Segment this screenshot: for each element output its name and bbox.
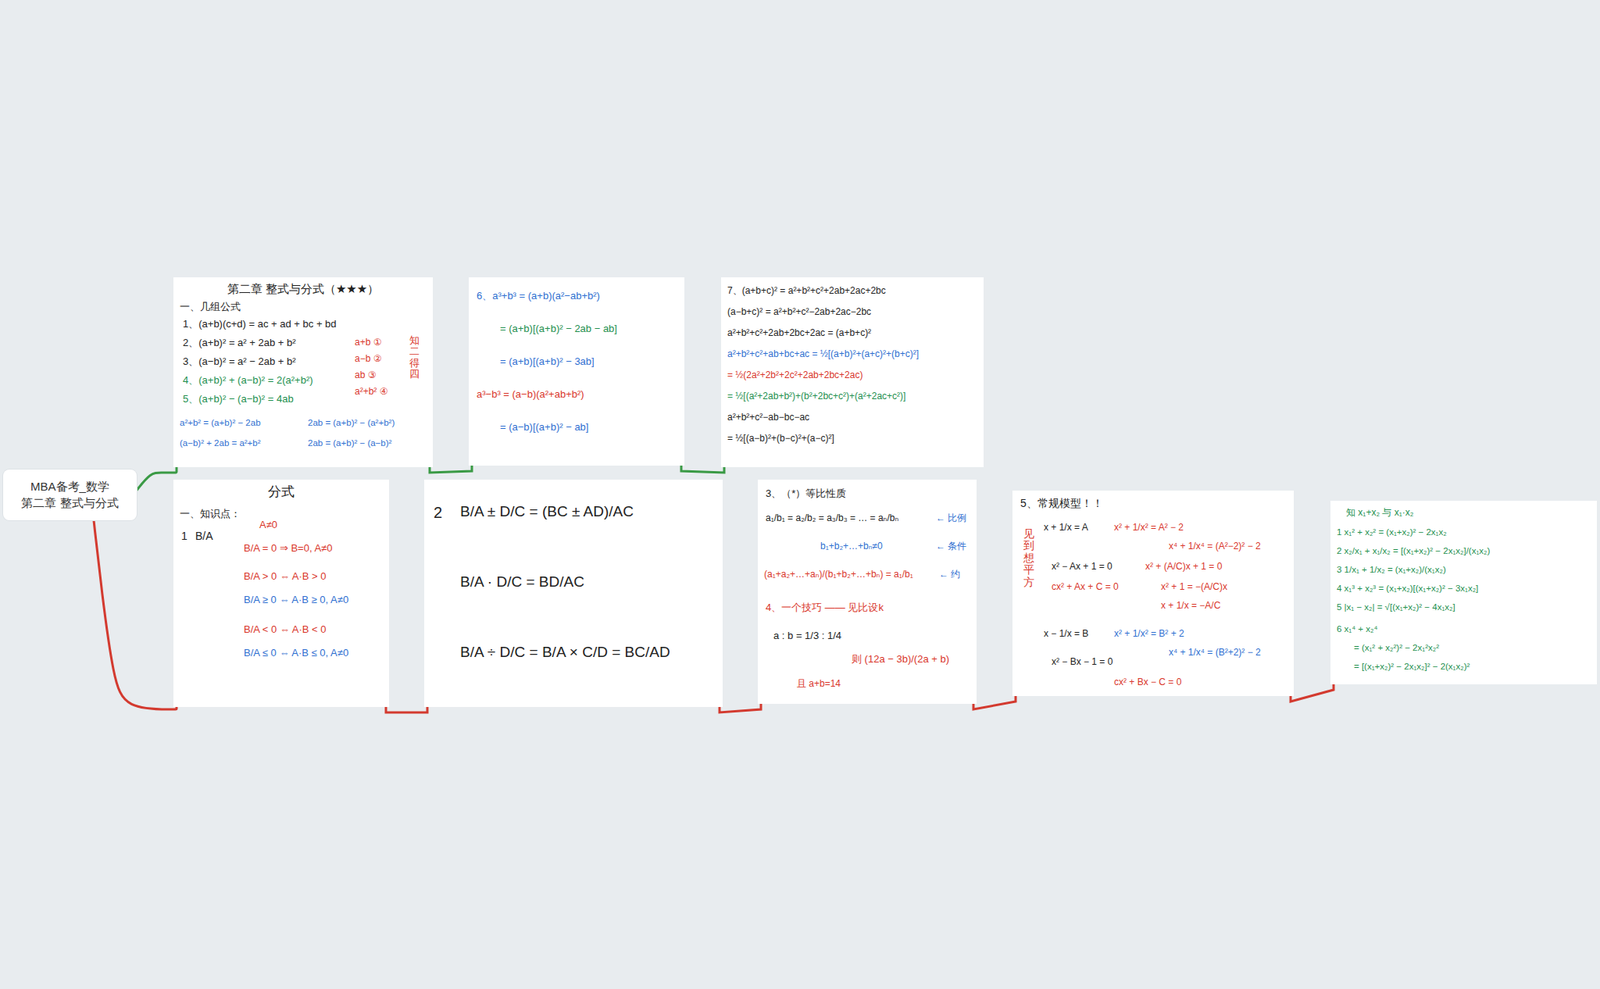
note-card: 5、常规模型！！ 见到想平方 x + 1/x = A x² + 1/x² = A² −…	[1012, 490, 1294, 697]
formula-text: cx² + Ax + C = 0	[1051, 581, 1119, 593]
root-topic: MBA备考_数学第二章 整式与分式	[3, 469, 137, 521]
formula-text: x² − Bx − 1 = 0	[1051, 656, 1113, 668]
formula-text: x⁴ + 1/x⁴ = (A²−2)² − 2	[1168, 540, 1261, 552]
formula-text: ← 比例	[935, 512, 967, 524]
formula-text: (a₁+a₂+…+aₙ)/(b₁+b₂+…+bₙ) = a₁/b₁	[764, 568, 914, 580]
formula-text: 3、(a−b)² = a² − 2ab + b²	[182, 355, 297, 368]
formula-text: B/A ≤ 0 ⇔ A·B ≤ 0, A≠0	[243, 646, 349, 660]
topic-text: MBA备考_数学	[30, 478, 110, 495]
formula-text: 2	[433, 503, 443, 522]
formula-text: 2ab = (a+b)² − (a−b)²	[307, 438, 392, 450]
branch-line	[719, 703, 761, 713]
branch-line	[385, 707, 428, 713]
formula-text: = (a+b)[(a+b)² − 2ab − ab]	[500, 322, 618, 336]
formula-text: cx² + Bx − C = 0	[1114, 676, 1182, 688]
formula-text: = [(x₁+x₂)² − 2x₁x₂]² − 2(x₁x₂)²	[1353, 661, 1470, 673]
formula-text: x² − Ax + 1 = 0	[1051, 560, 1113, 572]
formula-text: x² + 1 = −(A/C)x	[1160, 581, 1228, 593]
formula-text: B/A ÷ D/C = B/A × C/D = BC/AD	[460, 643, 671, 662]
branch-line	[136, 467, 177, 491]
branch-line	[429, 465, 472, 473]
formula-text: a : b = 1/3 : 1/4	[773, 629, 842, 643]
formula-text: 5、常规模型！！	[1020, 496, 1104, 511]
formula-text: = (x₁² + x₂²)² − 2x₁²x₂²	[1353, 642, 1440, 654]
formula-text: B/A · D/C = BD/AC	[460, 573, 585, 592]
formula-text: 一、几组公式	[179, 300, 241, 314]
formula-text: B/A > 0 ⇔ A·B > 0	[243, 570, 327, 583]
formula-text: 1 x₁² + x₂² = (x₁+x₂)² − 2x₁x₂	[1336, 527, 1447, 539]
formula-text: a−b ②	[354, 353, 382, 365]
formula-text: 7、(a+b+c)² = a²+b²+c²+2ab+2ac+2bc	[727, 285, 886, 297]
formula-text: 且 a+b=14	[796, 678, 841, 690]
formula-text: x⁴ + 1/x⁴ = (B²+2)² − 2	[1168, 646, 1261, 658]
formula-text: b₁+b₂+…+bₙ≠0	[820, 540, 883, 552]
formula-text: a²+b²+c²+2ab+2bc+2ac = (a+b+c)²	[727, 327, 872, 339]
formula-text: a²+b²+c²−ab−bc−ac	[727, 411, 810, 423]
formula-text: ab ③	[354, 369, 376, 381]
formula-text: 3、（*）等比性质	[765, 487, 847, 500]
formula-text: 6 x₁⁴ + x₂⁴	[1336, 624, 1378, 636]
formula-text: 一、知识点：	[179, 507, 241, 521]
formula-text: ← 约	[939, 568, 961, 580]
formula-text: 4、一个技巧 —— 见比设k	[765, 601, 884, 615]
formula-text: B/A ≥ 0 ⇔ A·B ≥ 0, A≠0	[243, 593, 349, 607]
formula-text: B/A < 0 ⇔ A·B < 0	[243, 623, 327, 636]
formula-text: x² + (A/C)x + 1 = 0	[1145, 560, 1222, 572]
formula-text: 4 x₁³ + x₂³ = (x₁+x₂)[(x₁+x₂)² − 3x₁x₂]	[1336, 583, 1479, 595]
formula-text: 见到想平方	[1023, 528, 1035, 589]
formula-text: 2、(a+b)² = a² + 2ab + b²	[182, 336, 297, 350]
formula-text: x² + 1/x² = A² − 2	[1114, 521, 1184, 533]
formula-text: (a−b)² + 2ab = a²+b²	[179, 438, 261, 450]
formula-text: a²+b²+c²+ab+bc+ac = ½[(a+b)²+(a+c)²+(b+c…	[727, 348, 919, 360]
note-card: 6、a³+b³ = (a+b)(a²−ab+b²) = (a+b)[(a+b)² …	[468, 277, 685, 466]
formula-text: a³−b³ = (a−b)(a²+ab+b²)	[476, 388, 585, 401]
formula-text: 2ab = (a+b)² − (a²+b²)	[307, 417, 395, 429]
formula-text: 5 |x₁ − x₂| = √[(x₁+x₂)² − 4x₁x₂]	[1336, 602, 1456, 614]
formula-text: = ½(2a²+2b²+2c²+2ab+2bc+2ac)	[727, 369, 863, 381]
formula-text: 4、(a+b)² + (a−b)² = 2(a²+b²)	[182, 374, 314, 387]
formula-text: a²+b² ④	[354, 385, 388, 397]
formula-text: x + 1/x = A	[1043, 521, 1089, 533]
formula-text: ← 条件	[935, 540, 967, 552]
note-card: 3、（*）等比性质 a₁/b₁ = a₂/b₂ = a₃/b₃ = … = aₙ/…	[757, 479, 977, 704]
formula-text: = ½[(a−b)²+(b−c)²+(a−c)²]	[727, 432, 835, 444]
formula-text: = (a+b)[(a+b)² − 3ab]	[500, 355, 595, 368]
formula-text: 1	[181, 529, 188, 543]
formula-text: B/A	[195, 529, 214, 543]
formula-text: 知二得四	[409, 335, 420, 380]
formula-text: = (a−b)[(a+b)² − ab]	[500, 421, 589, 434]
formula-text: 第二章 整式与分式（★★★）	[227, 282, 380, 297]
formula-text: B/A ± D/C = (BC ± AD)/AC	[460, 503, 634, 522]
formula-text: a²+b² = (a+b)² − 2ab	[179, 417, 261, 429]
formula-text: x − 1/x = B	[1043, 628, 1089, 640]
note-card: 知 x₁+x₂ 与 x₁·x₂ 1 x₁² + x₂² = (x₁+x₂)² − …	[1330, 500, 1597, 685]
formula-text: 6、a³+b³ = (a+b)(a²−ab+b²)	[476, 289, 600, 303]
formula-text: = ½[(a²+2ab+b²)+(b²+2bc+c²)+(a²+2ac+c²)]	[727, 390, 906, 402]
formula-text: a₁/b₁ = a₂/b₂ = a₃/b₃ = … = aₙ/bₙ	[765, 512, 899, 524]
note-card: 7、(a+b+c)² = a²+b²+c²+2ab+2ac+2bc (a−b+c)…	[721, 277, 984, 468]
formula-text: B/A = 0 ⇒ B=0, A≠0	[243, 542, 333, 555]
note-card: 2 B/A ± D/C = (BC ± AD)/AC B/A · D/C = BD/…	[424, 479, 723, 708]
note-card: 第二章 整式与分式（★★★） 一、几组公式 1、(a+b)(c+d) = ac + …	[173, 277, 433, 468]
branch-line	[1290, 684, 1334, 702]
formula-text: 则 (12a − 3b)/(2a + b)	[851, 653, 950, 666]
note-card: 分式一、知识点： 1 B/A A≠0B/A = 0 ⇒ B=0, A≠0B/A > 0…	[173, 479, 390, 708]
formula-text: 知 x₁+x₂ 与 x₁·x₂	[1346, 507, 1414, 518]
branch-line	[973, 696, 1016, 710]
formula-text: 1、(a+b)(c+d) = ac + ad + bc + bd	[182, 317, 337, 331]
formula-text: (a−b+c)² = a²+b²+c²−2ab+2ac−2bc	[727, 306, 872, 318]
branch-line	[681, 465, 725, 473]
formula-text: A≠0	[259, 518, 278, 532]
topic-text: 第二章 整式与分式	[21, 495, 118, 511]
formula-text: x² + 1/x² = B² + 2	[1114, 628, 1185, 640]
formula-text: 3 1/x₁ + 1/x₂ = (x₁+x₂)/(x₁x₂)	[1336, 564, 1447, 576]
branch-line	[93, 520, 177, 710]
formula-text: 2 x₂/x₁ + x₁/x₂ = [(x₁+x₂)² − 2x₁x₂]/(x₁…	[1336, 546, 1490, 558]
formula-text: 分式	[267, 484, 295, 500]
formula-text: a+b ①	[354, 336, 382, 348]
formula-text: x + 1/x = −A/C	[1160, 600, 1221, 611]
formula-text: 5、(a+b)² − (a−b)² = 4ab	[182, 392, 294, 406]
